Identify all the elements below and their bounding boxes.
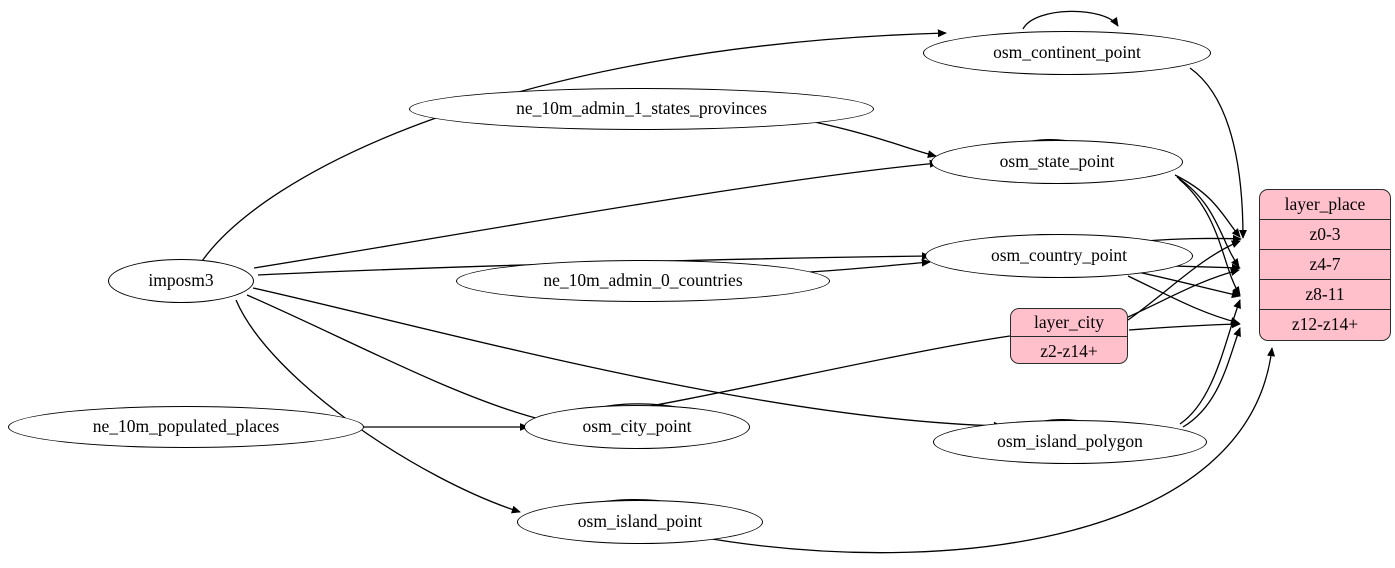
node-label: osm_city_point	[582, 416, 692, 437]
node-ne-10m-admin-0-countries[interactable]: ne_10m_admin_0_countries	[456, 260, 830, 302]
node-ne-10m-admin-1-states-provinces[interactable]: ne_10m_admin_1_states_provinces	[409, 88, 874, 130]
layer-place-row-z0-3[interactable]: z0-3	[1260, 219, 1390, 249]
node-label: ne_10m_populated_places	[92, 416, 280, 437]
node-label: osm_state_point	[999, 151, 1115, 172]
node-osm-continent-point[interactable]: osm_continent_point	[923, 31, 1211, 75]
node-imposm3[interactable]: imposm3	[108, 259, 254, 303]
record-layer-place[interactable]: layer_place z0-3 z4-7 z8-11 z12-z14+	[1259, 189, 1391, 341]
node-label: osm_continent_point	[993, 42, 1141, 63]
layer-place-row-z12-z14[interactable]: z12-z14+	[1260, 309, 1390, 338]
layer-city-title: layer_city	[1034, 312, 1104, 332]
node-label: osm_country_point	[990, 245, 1128, 266]
layer-place-title: layer_place	[1284, 194, 1366, 214]
node-osm-island-polygon[interactable]: osm_island_polygon	[933, 420, 1207, 464]
layer-city-row-z2-z14[interactable]: z2-z14+	[1011, 336, 1127, 363]
node-label: osm_island_point	[577, 511, 703, 532]
node-label: ne_10m_admin_1_states_provinces	[516, 98, 767, 119]
node-label: imposm3	[148, 270, 214, 291]
layer-place-row-z4-7[interactable]: z4-7	[1260, 249, 1390, 279]
node-osm-island-point[interactable]: osm_island_point	[517, 500, 763, 544]
record-layer-city[interactable]: layer_city z2-z14+	[1010, 308, 1128, 364]
node-osm-city-point[interactable]: osm_city_point	[524, 405, 750, 449]
node-ne-10m-populated-places[interactable]: ne_10m_populated_places	[8, 406, 364, 448]
node-label: osm_island_polygon	[997, 431, 1143, 452]
node-osm-country-point[interactable]: osm_country_point	[925, 234, 1193, 278]
node-label: ne_10m_admin_0_countries	[543, 270, 743, 291]
node-osm-state-point[interactable]: osm_state_point	[931, 140, 1183, 184]
layer-place-row-z8-11[interactable]: z8-11	[1260, 279, 1390, 309]
